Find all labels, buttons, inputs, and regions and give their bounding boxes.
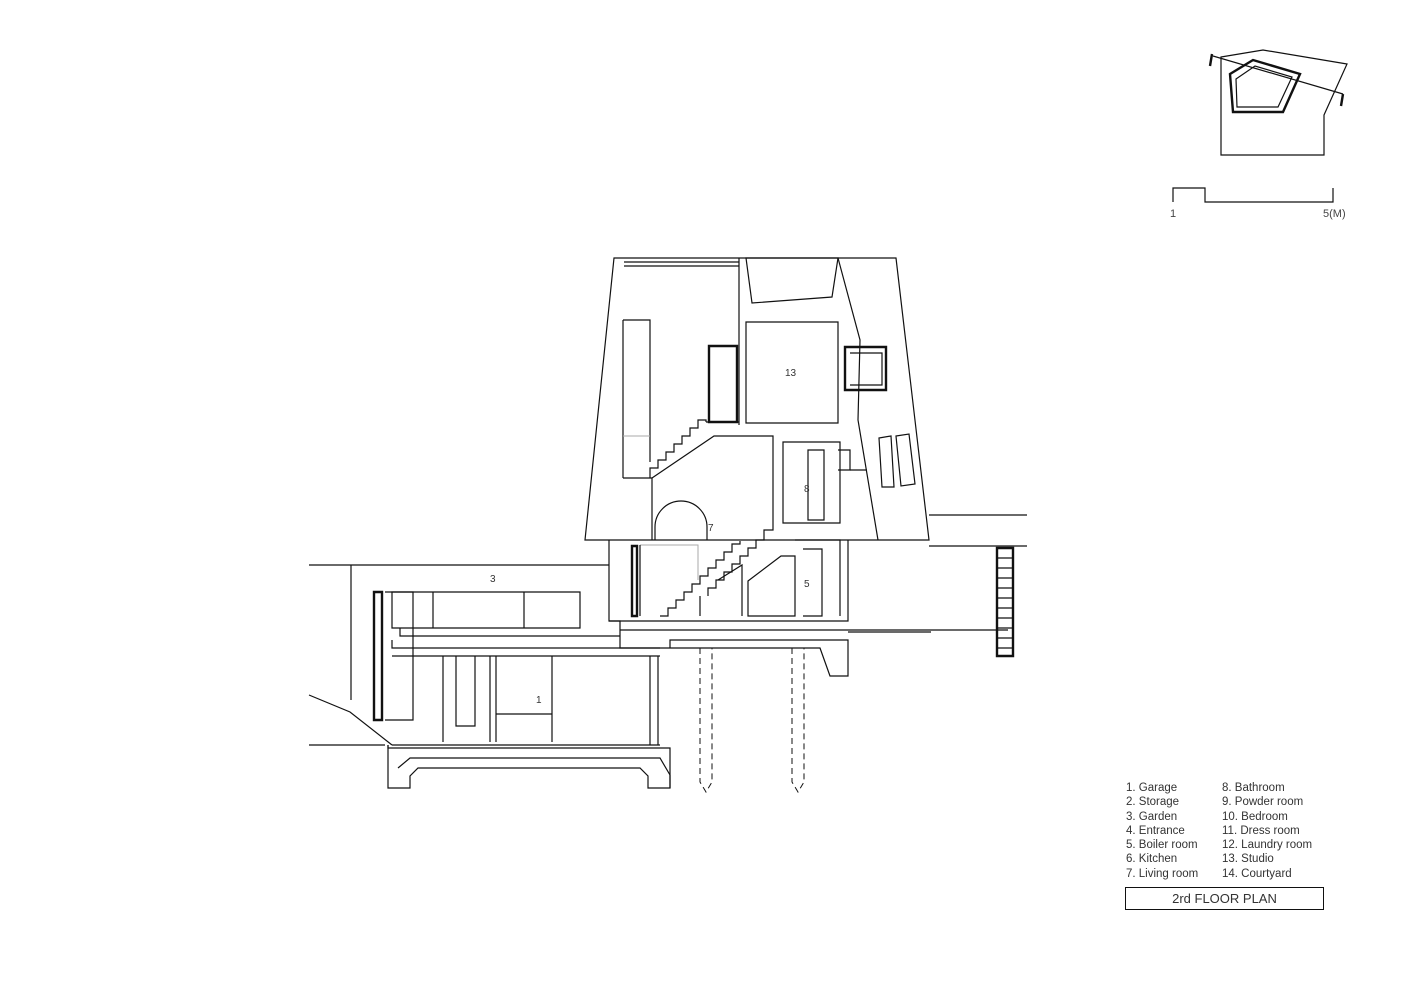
legend-item: 9. Powder room	[1222, 796, 1304, 809]
room-label-garden: 3	[490, 574, 496, 585]
legend-item: 2. Storage	[1126, 796, 1180, 809]
foundation	[609, 620, 849, 793]
tower-volume	[584, 257, 930, 596]
legend-item: 12. Laundry room	[1222, 839, 1313, 852]
key-plan	[1208, 49, 1348, 156]
courtyard-wall	[848, 514, 1027, 658]
room-label-studio: 13	[785, 368, 797, 379]
legend-item: 6. Kitchen	[1126, 853, 1178, 866]
tower-lower-floor	[608, 539, 849, 622]
garage-block	[308, 564, 671, 789]
legend-item: 1. Garage	[1126, 782, 1178, 794]
legend-item: 4. Entrance	[1126, 824, 1185, 837]
legend-item: 7. Living room	[1126, 867, 1199, 880]
legend-item: 11. Dress room	[1222, 824, 1300, 837]
legend-column-left: 1. Garage 2. Storage 3. Garden 4. Entran…	[1126, 781, 1198, 881]
room-label-bathroom: 8	[804, 484, 810, 495]
scale-end-label: 5(M)	[1323, 208, 1346, 220]
scale-bar	[1172, 187, 1334, 203]
legend-item: 5. Boiler room	[1126, 839, 1198, 852]
room-label-boiler-room: 5	[804, 579, 810, 590]
room-label-garage: 1	[536, 695, 542, 706]
room-label-living-room: 7	[708, 523, 714, 534]
legend-item: 8. Bathroom	[1222, 782, 1285, 794]
legend-item: 10. Bedroom	[1222, 810, 1288, 823]
legend-item: 13. Studio	[1222, 853, 1274, 866]
scale-start-label: 1	[1170, 208, 1177, 220]
legend-column-right: 8. Bathroom 9. Powder room 10. Bedroom 1…	[1222, 781, 1312, 881]
legend-item: 3. Garden	[1126, 810, 1178, 823]
drawing-title: 2rd FLOOR PLAN	[1125, 887, 1324, 910]
legend-item: 14. Courtyard	[1222, 867, 1292, 880]
